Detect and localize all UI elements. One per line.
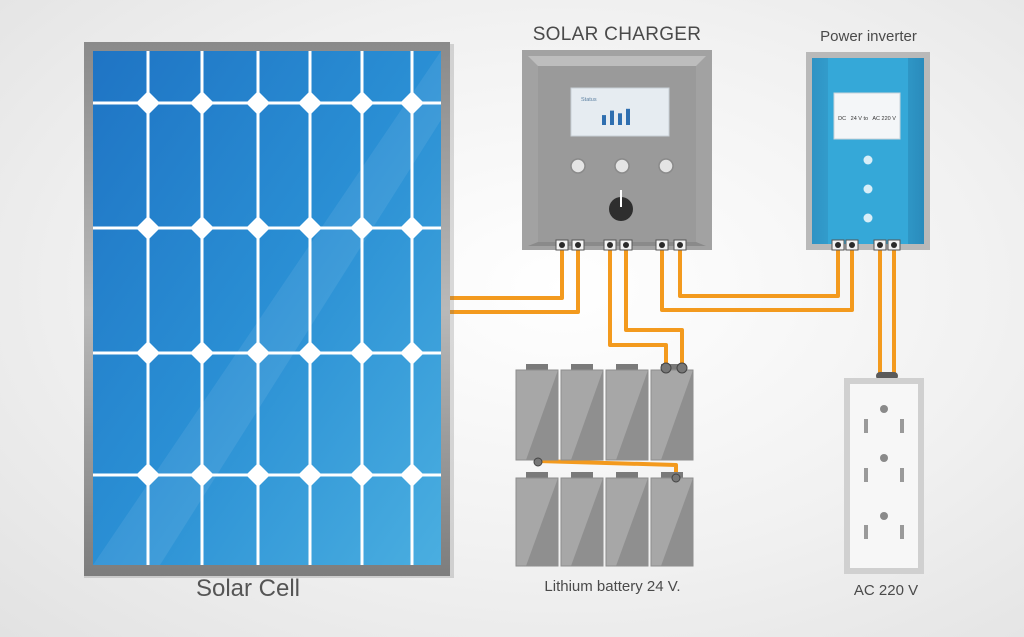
cell-junction-diamond	[246, 341, 270, 365]
power-inverter-title: Power inverter	[820, 28, 917, 45]
battery-cell-cap	[571, 364, 593, 372]
solar-cell-grid	[93, 51, 441, 565]
solar-panel-glare	[93, 51, 441, 565]
cell-junction-diamond	[190, 216, 214, 240]
battery-cell-shade	[616, 370, 648, 460]
battery-cell-shade	[661, 370, 693, 460]
outlet-ground-bottom	[880, 512, 888, 520]
battery-cell-cap	[616, 472, 638, 480]
solar-cell-label: Solar Cell	[195, 575, 301, 602]
battery-cell-shade	[571, 370, 603, 460]
ac-outlet	[844, 372, 924, 574]
lithium-battery-bank	[515, 364, 694, 567]
cell-junction-diamond	[400, 341, 424, 365]
cell-junction-diamond	[298, 463, 322, 487]
cell-junction-diamond	[190, 341, 214, 365]
wire-inverter-negative	[678, 250, 840, 298]
cell-junction-diamond	[190, 463, 214, 487]
charger-button-1[interactable]	[570, 158, 586, 174]
outlet-ground-top	[880, 405, 888, 413]
cell-junction-diamond	[298, 91, 322, 115]
outlet-center-screw	[880, 454, 888, 462]
charger-status-bar	[602, 115, 606, 125]
cell-junction-diamond	[136, 91, 160, 115]
battery-terminals	[533, 362, 688, 483]
outlet-label: AC 220 V	[853, 582, 919, 599]
battery-cell-shade	[616, 478, 648, 566]
charger-knob[interactable]	[609, 197, 633, 221]
wire-solar-negative	[450, 250, 580, 314]
cell-junction-diamond	[246, 91, 270, 115]
cell-junction-diamond	[190, 91, 214, 115]
battery-label: Lithium battery 24 V.	[544, 578, 681, 595]
inverter-indicator-1	[863, 155, 873, 165]
battery-cell-shade	[526, 370, 558, 460]
charger-status-bar	[610, 110, 614, 125]
cell-junction-diamond	[350, 91, 374, 115]
inverter-screen-text: DC 24 V to AC 220 V	[838, 116, 896, 122]
inverter-center-panel	[828, 58, 908, 244]
outlet-socket-bottom[interactable]	[864, 525, 904, 539]
outlet-socket-middle[interactable]	[864, 468, 904, 482]
cell-junction-diamond	[246, 216, 270, 240]
cell-junction-diamond	[298, 341, 322, 365]
cell-junction-diamond	[298, 216, 322, 240]
battery-cell-cap	[571, 472, 593, 480]
cell-junction-diamond	[400, 91, 424, 115]
wire-inverter-positive	[660, 250, 854, 312]
battery-cell-cap	[526, 472, 548, 480]
charger-button-2[interactable]	[614, 158, 630, 174]
cell-junction-diamond	[350, 216, 374, 240]
charger-bevel	[528, 56, 706, 66]
charger-screen-text: Status	[581, 97, 597, 103]
battery-cell-cap	[661, 364, 683, 372]
wiring	[450, 250, 896, 476]
battery-cell-cap	[616, 364, 638, 372]
inverter-indicator-3	[863, 213, 873, 223]
wire-battery-negative	[624, 250, 684, 366]
battery-cell-shade	[661, 478, 693, 566]
charger-status-bar	[626, 108, 630, 125]
charger-status-bars	[602, 108, 630, 125]
wire-battery-positive	[608, 250, 668, 366]
solar-charger-title: SOLAR CHARGER	[532, 24, 702, 45]
cell-junction-diamond	[136, 463, 160, 487]
battery-cell-shade	[526, 478, 558, 566]
outlet-socket-top[interactable]	[864, 419, 904, 433]
cell-junction-diamond	[350, 341, 374, 365]
power-inverter: DC 24 V to AC 220 V	[806, 52, 930, 251]
cell-junction-diamond	[400, 216, 424, 240]
battery-cell-shade	[571, 478, 603, 566]
charger-screen	[570, 87, 670, 137]
cell-junction-diamond	[246, 463, 270, 487]
charger-terminals	[555, 239, 687, 251]
cell-junction-diamond	[350, 463, 374, 487]
charger-button-3[interactable]	[658, 158, 674, 174]
inverter-indicator-2	[863, 184, 873, 194]
wire-solar-positive	[450, 250, 564, 300]
charger-status-bar	[618, 113, 622, 125]
battery-cell-cap	[526, 364, 548, 372]
cell-junction-diamond	[136, 216, 160, 240]
cell-junction-diamond	[136, 341, 160, 365]
outlet-plate	[850, 384, 918, 568]
solar-charger: Status	[522, 50, 712, 251]
solar-panel	[84, 42, 454, 578]
inverter-terminals	[831, 239, 901, 251]
cell-junction-diamond	[400, 463, 424, 487]
wire-battery-series-link	[537, 459, 678, 476]
inverter-screen	[833, 92, 901, 140]
